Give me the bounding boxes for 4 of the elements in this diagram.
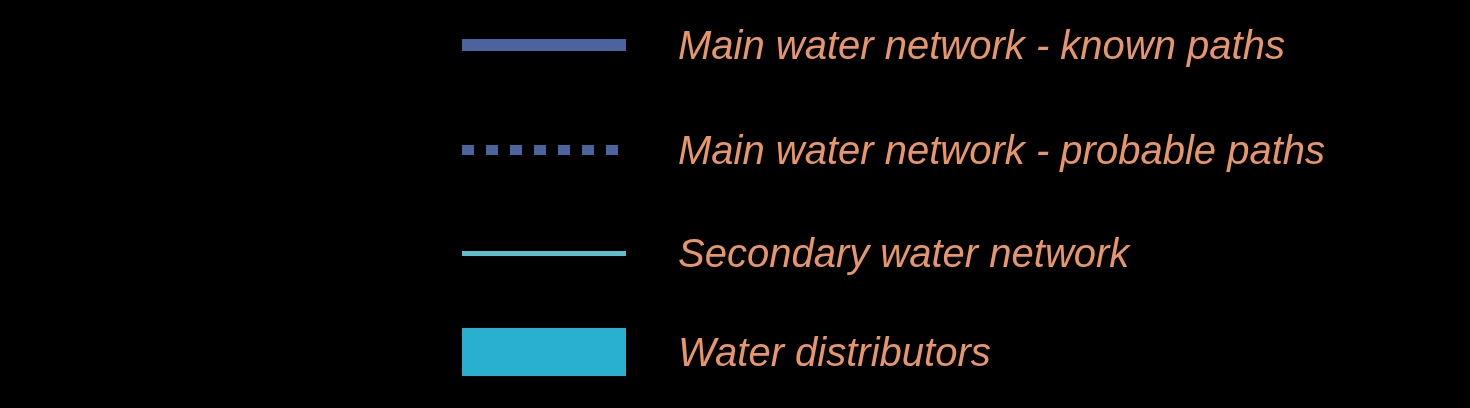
legend-label: Water distributors bbox=[678, 329, 991, 376]
legend-label: Main water network - probable paths bbox=[678, 127, 1325, 174]
legend-label: Secondary water network bbox=[678, 230, 1130, 277]
legend-label: Main water network - known paths bbox=[678, 22, 1285, 69]
